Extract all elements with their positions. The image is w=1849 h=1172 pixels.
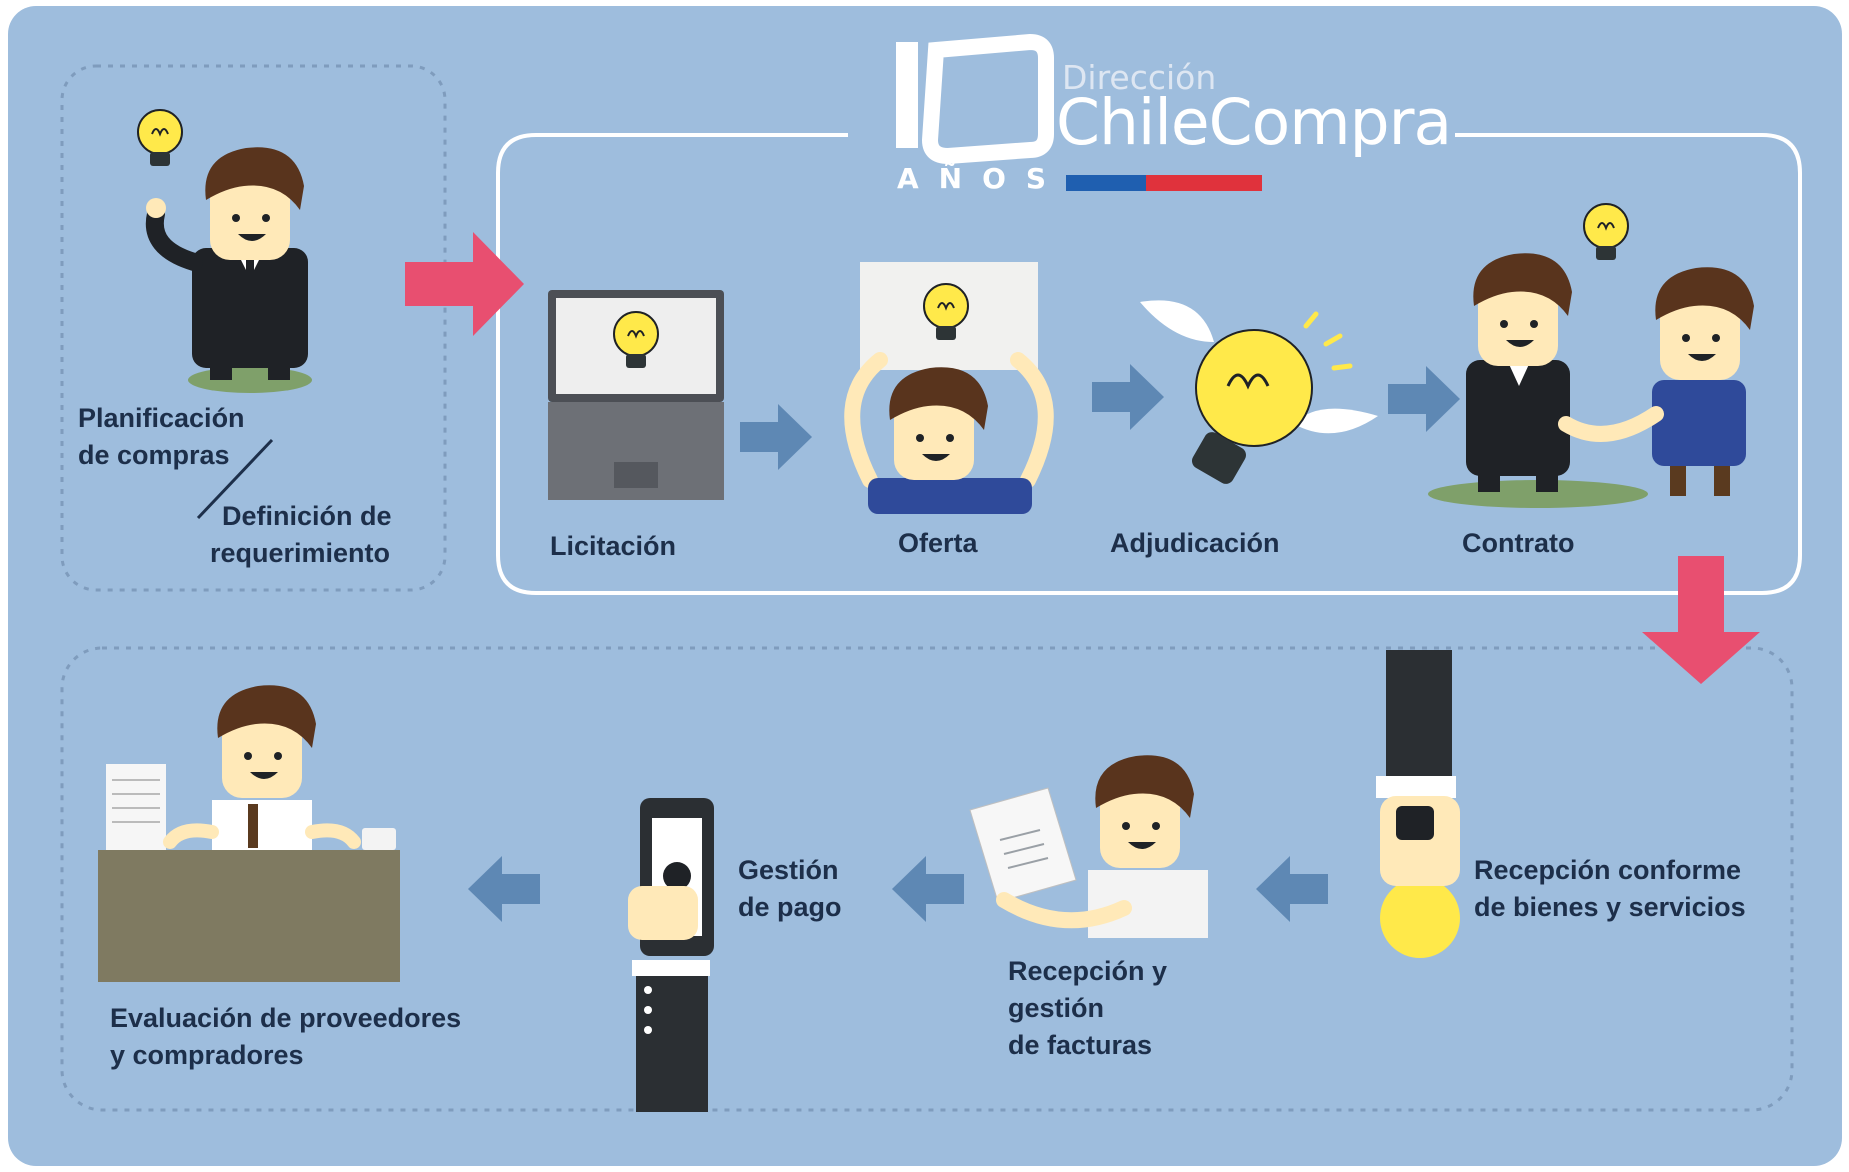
- logo-one: [896, 42, 918, 148]
- label-recepcion-facturas-line3: de facturas: [1008, 1030, 1153, 1060]
- logo-zero: [921, 33, 1054, 165]
- label-definicion-line2: requerimiento: [210, 538, 391, 568]
- label-recepcion-bienes-line2: de bienes y servicios: [1474, 892, 1746, 922]
- gestion-pago-illustration: [628, 798, 714, 1112]
- logo-years: AÑOS: [897, 162, 1067, 195]
- blue-arrow-licitacion-oferta: [740, 404, 812, 470]
- pink-arrow-right: [405, 232, 524, 336]
- planner-illustration: [137, 109, 312, 393]
- label-planificacion-line1: Planificación: [78, 403, 245, 433]
- adjudicacion-illustration: [1140, 300, 1378, 484]
- blue-arrow-pago-evaluacion: [468, 856, 540, 922]
- label-recepcion-bienes-line1: Recepción conforme: [1474, 855, 1742, 885]
- blue-arrow-recepcion-facturas: [1256, 856, 1328, 922]
- label-oferta: Oferta: [898, 528, 978, 558]
- blue-arrow-facturas-pago: [892, 856, 964, 922]
- recepcion-bienes-illustration: [1376, 650, 1460, 958]
- label-definicion-line1: Definición de: [222, 501, 392, 531]
- pink-arrow-down: [1642, 556, 1760, 684]
- blue-arrow-oferta-adjudicacion: [1092, 364, 1164, 430]
- blue-arrow-adjudicacion-contrato: [1388, 366, 1460, 432]
- evaluacion-illustration: [98, 685, 400, 982]
- process-panel-border: [496, 133, 1802, 595]
- chilecompra-logo: [896, 33, 1262, 191]
- label-recepcion-facturas-line2: gestión: [1008, 993, 1105, 1023]
- label-adjudicacion: Adjudicación: [1110, 528, 1280, 558]
- planning-dashed-box: [60, 64, 447, 592]
- flag-blue-bar: [1066, 175, 1146, 191]
- label-recepcion-facturas-line1: Recepción y: [1008, 956, 1168, 986]
- divider-slash: [196, 438, 274, 520]
- label-licitacion: Licitación: [550, 531, 677, 561]
- label-planificacion-line2: de compras: [78, 440, 230, 470]
- contrato-illustration: [1428, 203, 1754, 508]
- label-contrato: Contrato: [1462, 528, 1575, 558]
- logo-name: ChileCompra: [1056, 86, 1452, 159]
- recepcion-facturas-illustration: [969, 755, 1208, 938]
- label-gestion-pago-line1: Gestión: [738, 855, 839, 885]
- label-evaluacion-line2: y compradores: [110, 1040, 304, 1070]
- logo-subtitle: Dirección: [1062, 58, 1217, 97]
- label-gestion-pago-line2: de pago: [738, 892, 842, 922]
- oferta-illustration: [844, 262, 1054, 514]
- laptop-illustration: [548, 290, 724, 500]
- label-evaluacion-line1: Evaluación de proveedores: [110, 1003, 462, 1033]
- flag-red-bar: [1146, 175, 1262, 191]
